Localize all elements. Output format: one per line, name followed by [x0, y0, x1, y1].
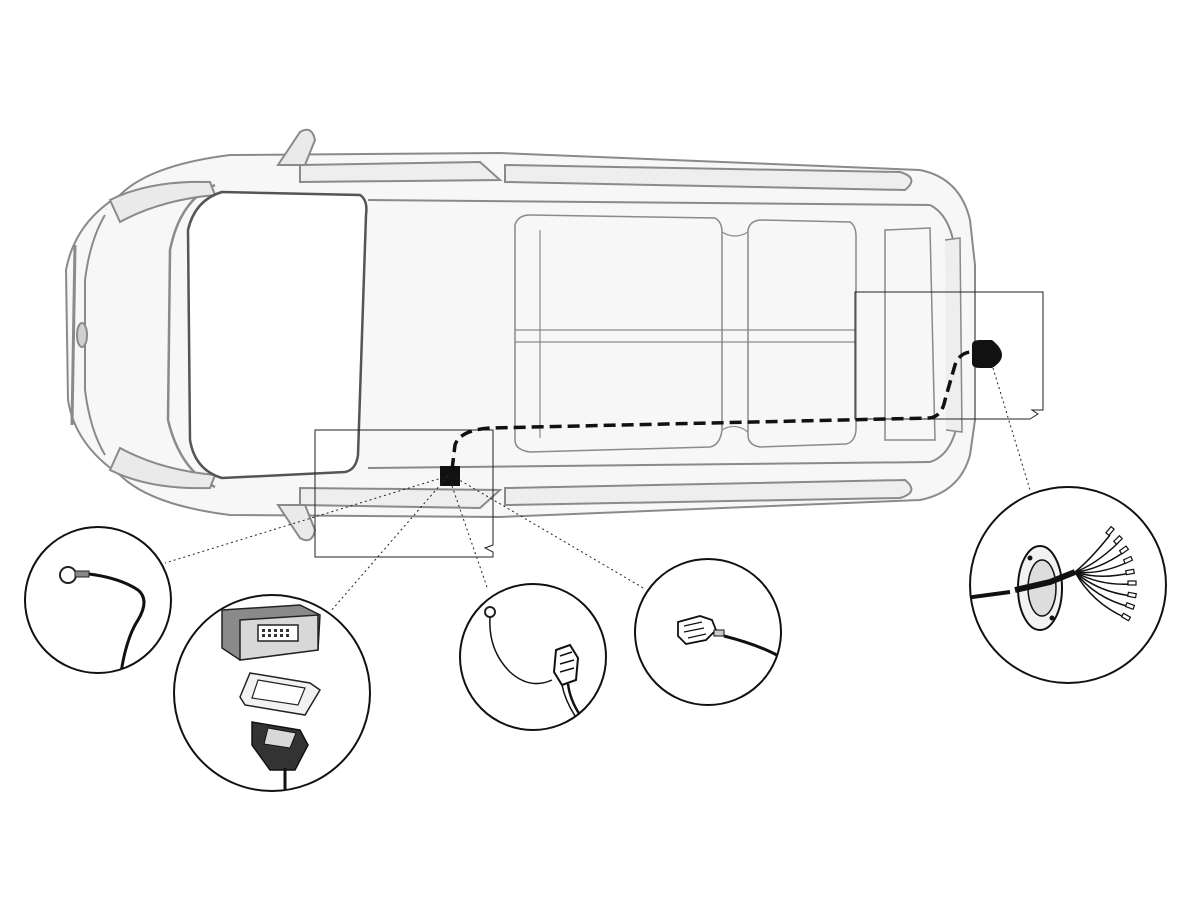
callout-ground-eyelet: [24, 526, 172, 674]
control-module-marker: [440, 466, 460, 486]
socket-marker: [972, 340, 1002, 368]
roof-panel-2: [747, 219, 857, 448]
cable-route: [450, 350, 973, 471]
callout-vehicle-connector: [634, 558, 782, 706]
windscreen: [186, 190, 368, 480]
roof-rail-left-rear: [504, 163, 913, 192]
front-detail-frame: [314, 429, 494, 558]
mirror-left: [276, 128, 317, 166]
van-top-view: [64, 128, 976, 542]
roof-rail-left: [299, 160, 503, 184]
roof-rail-right-rear: [504, 478, 913, 507]
brand-emblem: [76, 322, 88, 348]
socket-wire-ends-icon: [970, 525, 1137, 631]
plug-connector-icon: [484, 606, 582, 717]
ring-terminal-icon: [59, 566, 146, 673]
callout-towbar-socket: [969, 486, 1167, 684]
callout-control-module: [173, 594, 371, 792]
roof-rail-right: [299, 486, 503, 510]
rear-bumper: [944, 237, 963, 433]
rear-door-outline: [884, 227, 936, 441]
module-connector-icon: [221, 604, 322, 791]
leader-lines: [164, 367, 1031, 613]
callout-eyelet-plug: [459, 583, 607, 731]
